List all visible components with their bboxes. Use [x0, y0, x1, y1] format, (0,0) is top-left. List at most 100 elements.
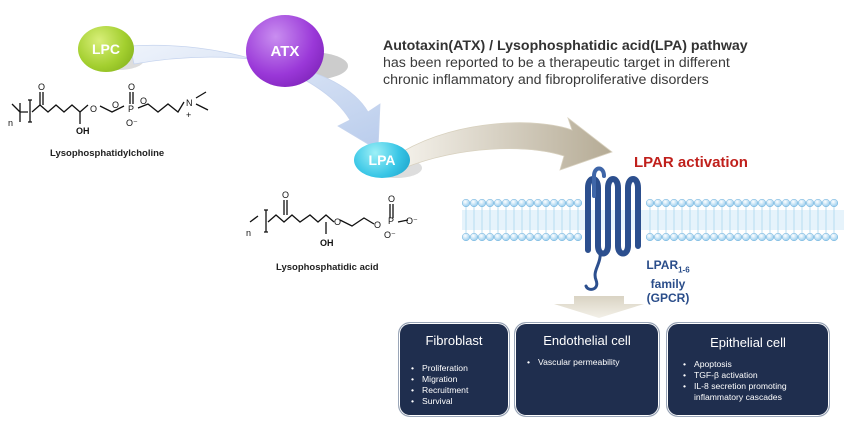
lpa-carbonyl-o: O [282, 190, 289, 200]
lipid-head [685, 198, 695, 208]
lipid-head [813, 232, 823, 242]
lipid-head [557, 232, 567, 242]
card-endothelial-list: Vascular permeability [525, 357, 625, 368]
lipid-head [725, 232, 735, 242]
lipid-head [493, 198, 503, 208]
list-item: Survival [409, 396, 468, 407]
lpar-family-name: LPAR [646, 258, 679, 272]
pathway-headline: Autotaxin(ATX) / Lysophosphatidic acid(L… [383, 38, 843, 89]
lipid-head [549, 198, 559, 208]
lpa-p-ominus-bottom: O⁻ [384, 230, 396, 240]
lipid-head [765, 232, 775, 242]
lipid-head [749, 232, 759, 242]
lipid-head [725, 198, 735, 208]
lipid-head [645, 232, 655, 242]
lipid-head [509, 198, 519, 208]
cell-membrane [461, 198, 844, 242]
headline-line-2: has been reported to be a therapeutic ta… [383, 55, 730, 71]
lipid-head [565, 232, 575, 242]
lipid-head [461, 232, 471, 242]
lipid-head [709, 232, 719, 242]
lipid-head [741, 232, 751, 242]
lpa-caption: Lysophosphatidic acid [276, 262, 379, 273]
lipid-head [821, 198, 831, 208]
lipid-head [805, 232, 815, 242]
lpc-p: P [128, 104, 134, 114]
list-item: Recruitment [409, 385, 468, 396]
lipid-head [813, 198, 823, 208]
lipid-head [717, 198, 727, 208]
card-fibroblast: Fibroblast Proliferation Migration Recru… [398, 322, 510, 417]
lipid-head [685, 232, 695, 242]
atx-label: ATX [270, 42, 300, 60]
lipid-head [757, 198, 767, 208]
lipid-head [541, 232, 551, 242]
lipid-head [693, 232, 703, 242]
lipid-head [573, 198, 583, 208]
lipid-head [461, 198, 471, 208]
lpa-p-o: O [388, 194, 395, 204]
lipid-head [469, 232, 479, 242]
card-epithelial-list: Apoptosis TGF-β activation IL-8 secretio… [681, 359, 821, 403]
downstream-arrow [554, 296, 644, 318]
lpc-o-left: O [112, 100, 119, 110]
lpar-activation-label: LPAR activation [634, 154, 748, 171]
lipid-head [669, 198, 679, 208]
lipid-head [677, 198, 687, 208]
lpar-receptor [584, 166, 641, 291]
lipid-head [709, 198, 719, 208]
lipid-head [485, 232, 495, 242]
lpc-o-right: O [140, 96, 147, 106]
lpar-family-line3: (GPCR) [646, 291, 690, 306]
lpa-structure [249, 200, 409, 234]
lpc-caption: Lysophosphatidylcholine [50, 148, 165, 159]
lpar-family-name-row: LPAR1-6 [640, 258, 696, 277]
card-endothelial-title: Endothelial cell [543, 333, 631, 348]
lipid-head [653, 232, 663, 242]
lipid-head [517, 232, 527, 242]
lipid-head [477, 232, 487, 242]
lipid-head [573, 232, 583, 242]
lpc-p-o: O [128, 82, 135, 92]
lipid-head [733, 198, 743, 208]
lipid-head [797, 198, 807, 208]
atx-bubble: ATX [246, 15, 324, 87]
lipid-head [549, 232, 559, 242]
lipid-head [485, 198, 495, 208]
lpc-p-ominus: O⁻ [126, 118, 138, 128]
lipid-head [829, 232, 839, 242]
lpar-family-subscript: 1-6 [678, 265, 690, 275]
lipid-head [741, 198, 751, 208]
lipid-head [509, 232, 519, 242]
lipid-head [773, 232, 783, 242]
lipid-head [661, 198, 671, 208]
lipid-head [493, 232, 503, 242]
list-item: Apoptosis [681, 359, 821, 370]
lpc-label: LPC [92, 41, 120, 57]
lpa-n-label: n [246, 228, 251, 238]
lipid-head [781, 198, 791, 208]
lipid-head [653, 198, 663, 208]
lipid-head [781, 232, 791, 242]
list-item: Proliferation [409, 363, 468, 374]
lipid-head [693, 198, 703, 208]
lipid-head [557, 198, 567, 208]
activation-arrow [401, 116, 613, 171]
lipid-head [805, 198, 815, 208]
lpc-n-label: n [8, 118, 13, 128]
lpa-oh: OH [320, 238, 334, 248]
lpc-carbonyl-o: O [38, 82, 45, 92]
lipid-head [829, 198, 839, 208]
lipid-head [501, 232, 511, 242]
lipid-head [821, 232, 831, 242]
list-item: Migration [409, 374, 468, 385]
lpar-family-line2: family [650, 277, 686, 292]
lpc-plus: + [186, 110, 191, 120]
lipid-head [533, 232, 543, 242]
lipid-head [789, 232, 799, 242]
card-epithelial-title: Epithelial cell [710, 335, 786, 350]
lipid-head [749, 198, 759, 208]
lipid-head [533, 198, 543, 208]
lipid-head [757, 232, 767, 242]
lipid-head [669, 232, 679, 242]
